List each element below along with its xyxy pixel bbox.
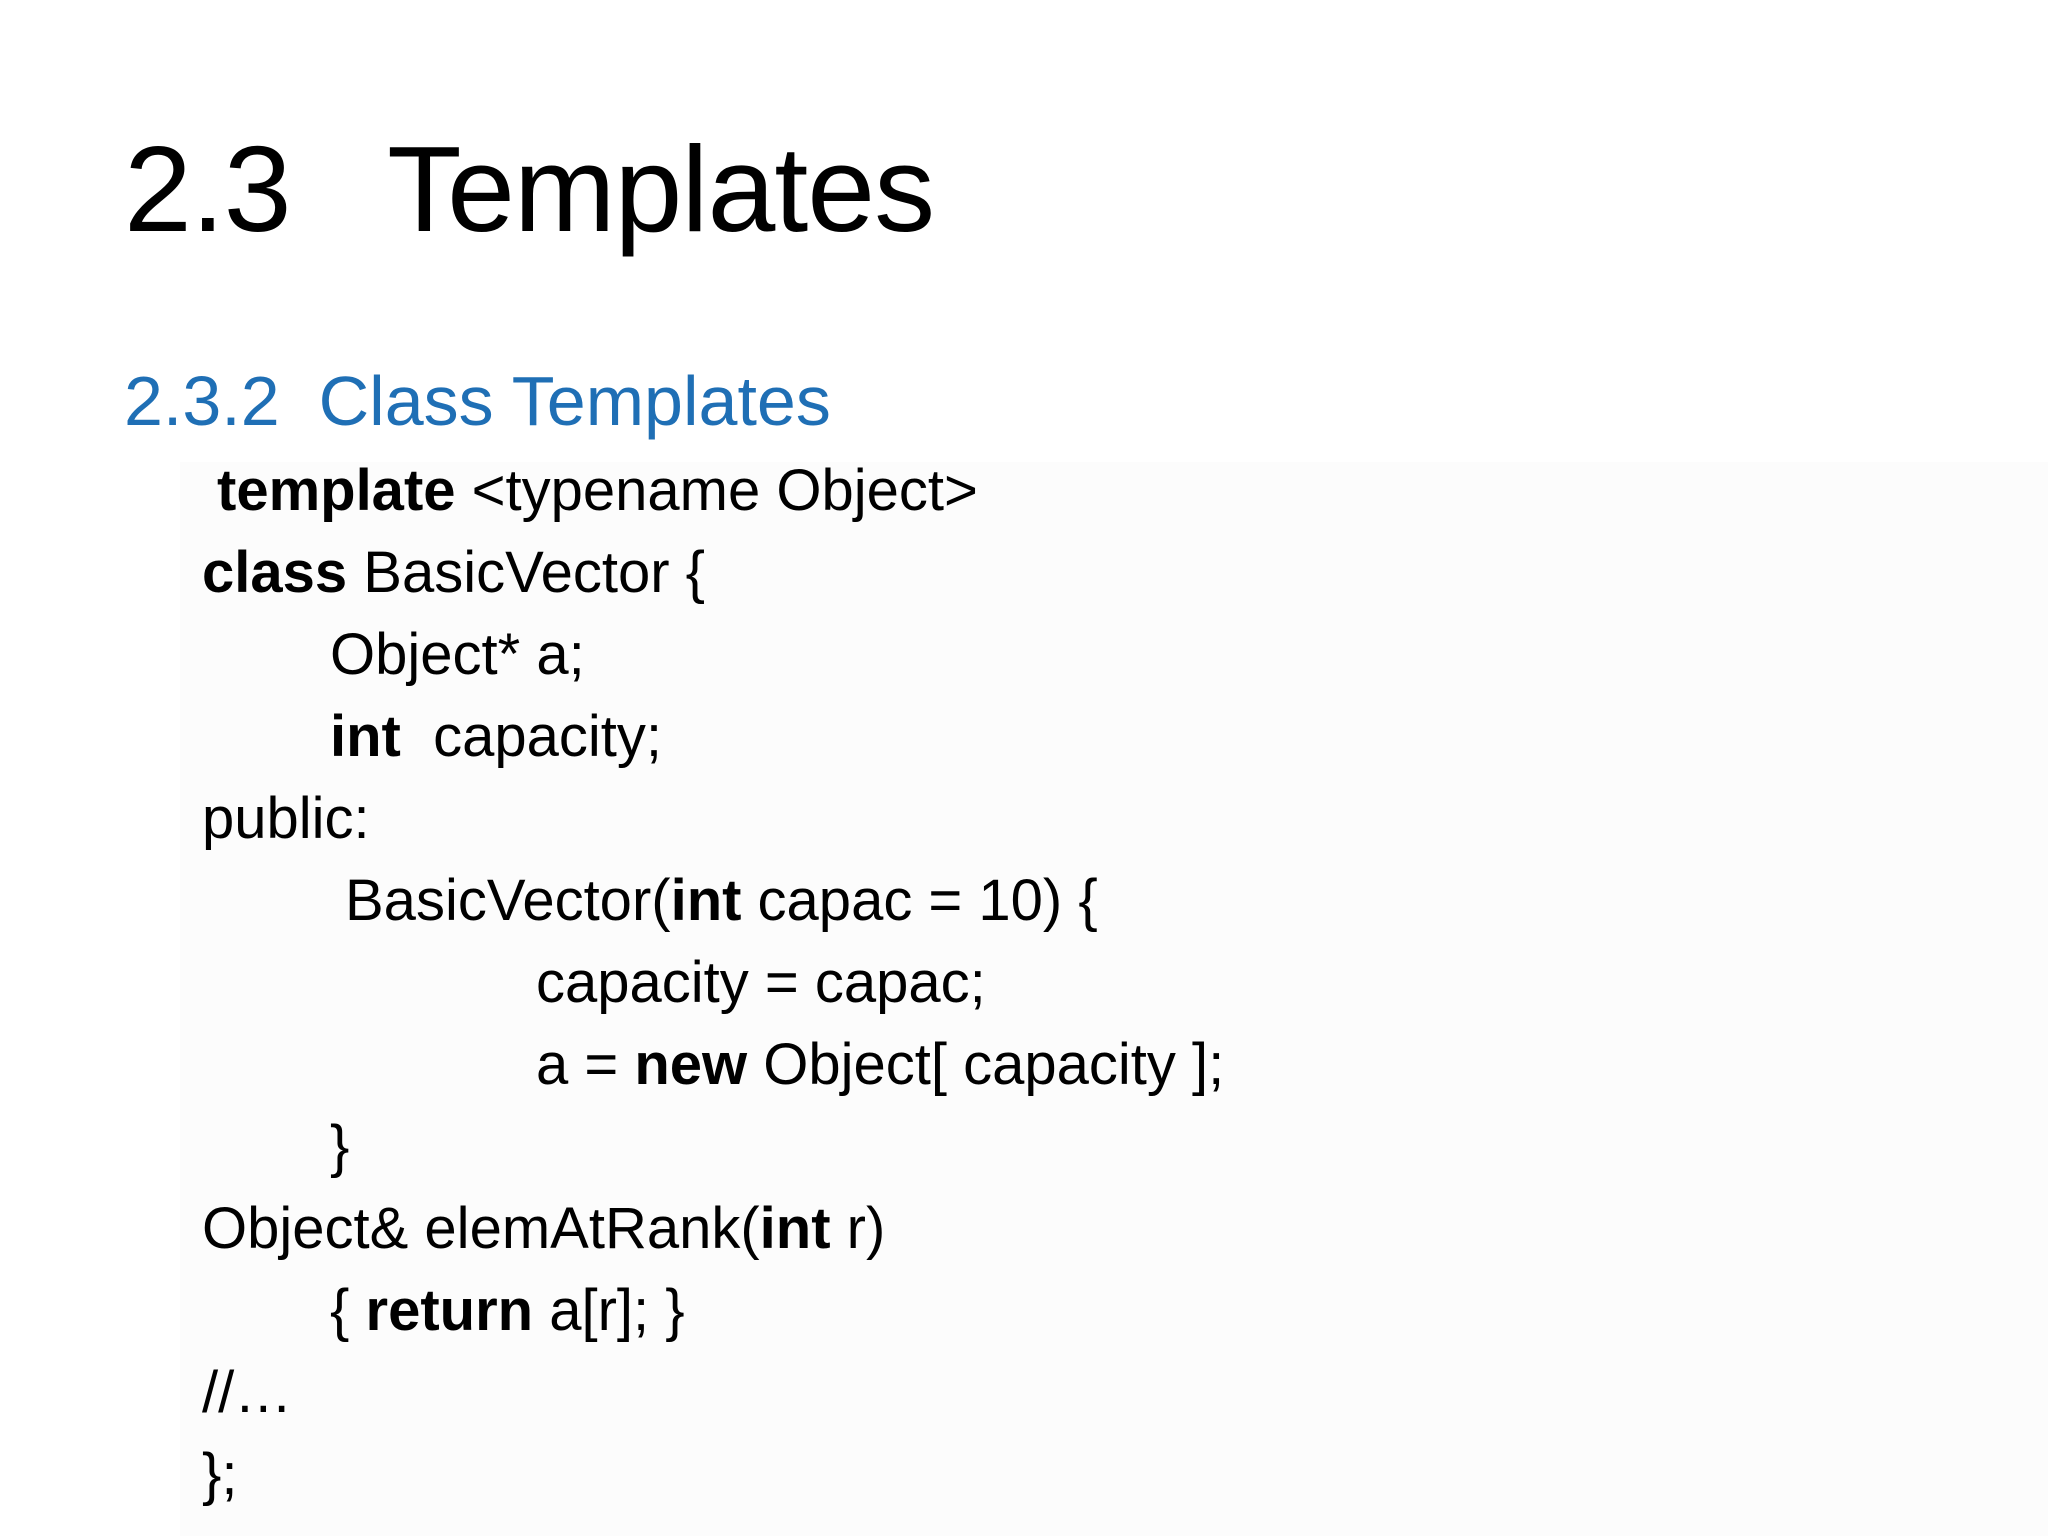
keyword-int: int [330, 704, 401, 769]
code-line-elem-at-rank: Object& elemAtRank(int r) [202, 1200, 885, 1258]
code-text: { [330, 1278, 366, 1343]
keyword-new: new [634, 1032, 748, 1097]
code-line-class-declaration: class BasicVector { [202, 544, 705, 602]
code-line-class-close: }; [202, 1446, 238, 1504]
keyword-class: class [202, 540, 348, 605]
code-text: capac = 10) { [741, 868, 1098, 933]
code-text: BasicVector { [347, 540, 706, 605]
code-text: //… [202, 1360, 293, 1425]
code-text: }; [202, 1442, 238, 1507]
code-line-template-declaration: template <typename Object> [217, 462, 978, 520]
code-text: public: [202, 786, 370, 851]
keyword-int: int [759, 1196, 831, 1261]
code-line-assign-capacity: capacity = capac; [536, 954, 986, 1012]
code-line-member-capacity: int capacity; [330, 708, 662, 766]
code-text: capacity; [400, 704, 662, 769]
code-text: Object& elemAtRank( [202, 1196, 760, 1261]
code-line-comment: //… [202, 1364, 292, 1422]
keyword-int: int [670, 868, 742, 933]
code-text: <typename Object> [455, 458, 978, 523]
code-line-public: public: [202, 790, 370, 848]
keyword-return: return [365, 1278, 534, 1343]
code-line-member-a: Object* a; [330, 626, 585, 684]
section-heading: 2.3.2 Class Templates [124, 362, 831, 440]
code-text: a = [536, 1032, 635, 1097]
code-line-constructor: BasicVector(int capac = 10) { [345, 872, 1098, 930]
code-text: r) [830, 1196, 886, 1261]
code-text: capacity = capac; [536, 950, 986, 1015]
code-text: a[r]; } [533, 1278, 685, 1343]
code-text: Object* a; [330, 622, 585, 687]
slide-title: 2.3 Templates [124, 121, 935, 257]
code-text: Object[ capacity ]; [747, 1032, 1225, 1097]
code-text: } [330, 1114, 350, 1179]
keyword-template: template [217, 458, 456, 523]
code-line-constructor-close: } [330, 1118, 349, 1176]
code-text: BasicVector( [345, 868, 671, 933]
code-block [180, 462, 2048, 1536]
code-line-allocate-array: a = new Object[ capacity ]; [536, 1036, 1224, 1094]
code-line-return: { return a[r]; } [330, 1282, 685, 1340]
